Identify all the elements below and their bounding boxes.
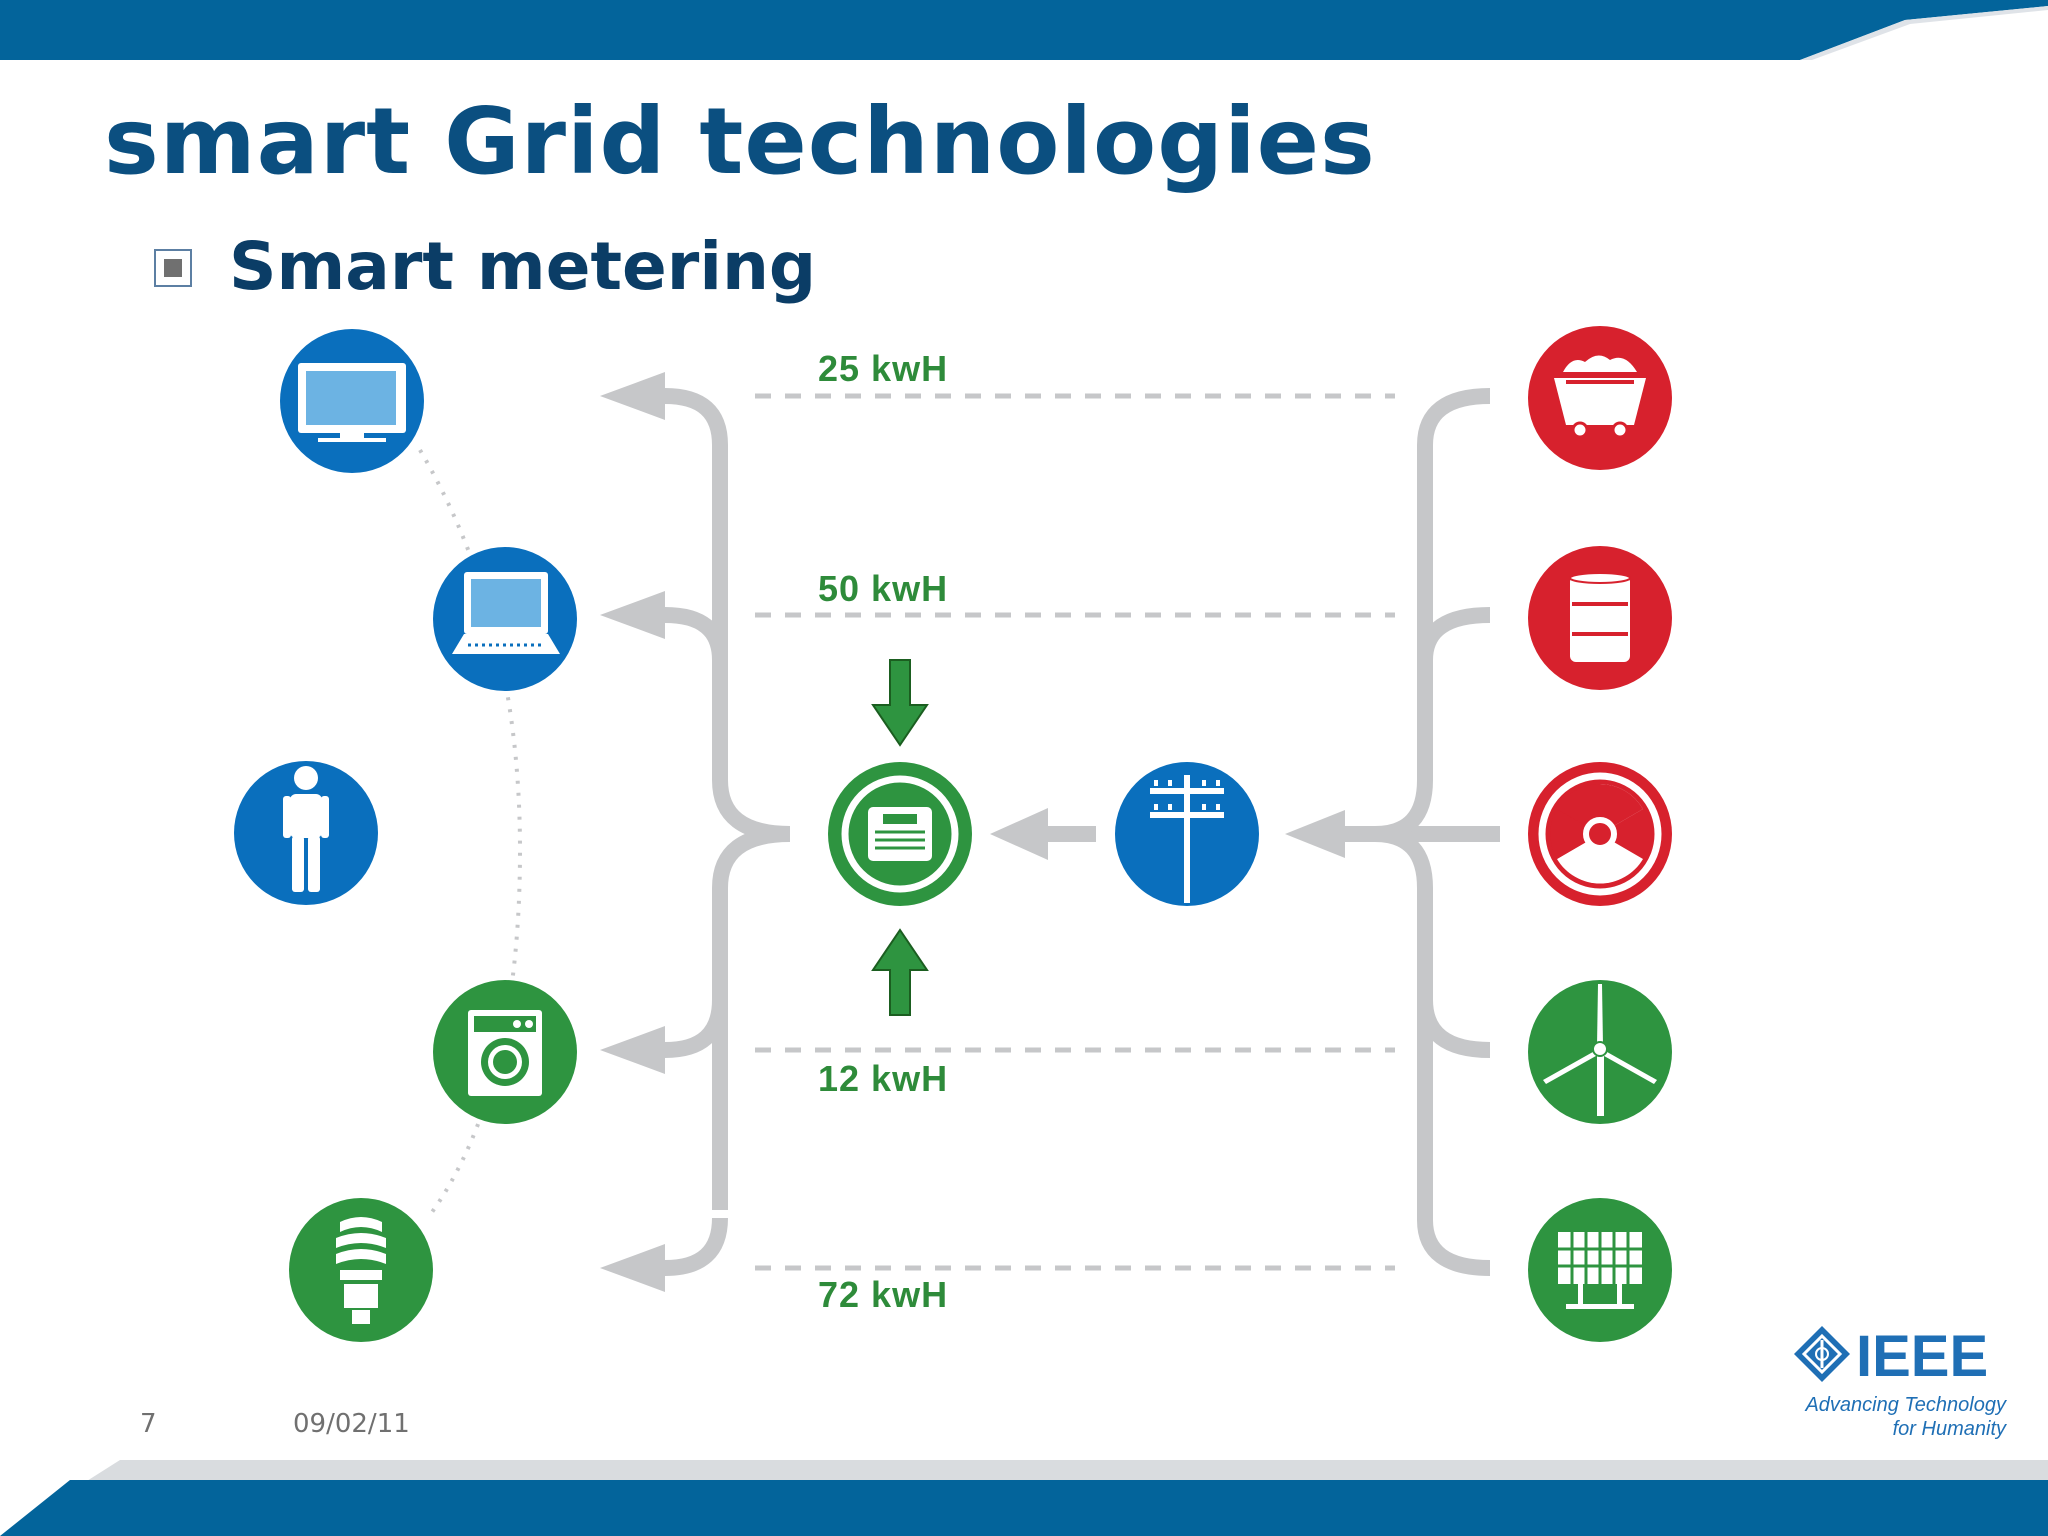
oil-barrel-icon <box>1528 546 1672 690</box>
bottom-banner <box>0 1460 2048 1536</box>
svg-text:IEEE: IEEE <box>1856 1324 1988 1389</box>
logo-tagline-line1: Advancing Technology <box>1805 1394 2006 1416</box>
flow-label-12: 12 kwH <box>818 1058 949 1099</box>
smart-meter-icon <box>828 762 972 906</box>
ieee-diamond-icon: IEEE <box>1794 1324 1988 1389</box>
pole-to-meter-arrowhead <box>990 808 1048 860</box>
slide-title: smart Grid technologies <box>104 88 1376 195</box>
person-icon <box>234 761 378 905</box>
wind-turbine-icon <box>1528 980 1672 1124</box>
bullet-icon <box>154 249 192 287</box>
nuclear-icon <box>1528 762 1672 906</box>
source-brace <box>1345 388 1500 1276</box>
coal-cart-icon <box>1528 326 1672 470</box>
logo-tagline-line2: for Humanity <box>1892 1418 2006 1440</box>
meter-green-arrows <box>871 659 929 1016</box>
solar-panel-icon <box>1528 1198 1672 1342</box>
washing-machine-icon <box>433 980 577 1124</box>
light-bulb-icon <box>289 1198 433 1342</box>
distribution-arrowheads <box>600 372 665 1292</box>
tv-icon <box>280 329 424 473</box>
source-arrowhead <box>1285 810 1345 858</box>
flow-label-50: 50 kwH <box>818 568 949 609</box>
distribution-brace <box>664 388 791 1276</box>
top-banner <box>0 0 2048 60</box>
flow-label-72: 72 kwH <box>818 1274 949 1315</box>
utility-pole-icon <box>1115 762 1259 906</box>
bullet-text: Smart metering <box>229 228 817 305</box>
ieee-logo: IEEE Advancing Technology for Humanity <box>1788 1320 2006 1448</box>
laptop-icon <box>433 547 577 691</box>
flow-label-25: 25 kwH <box>818 348 949 389</box>
slide-number: 7 <box>140 1409 157 1439</box>
slide-date: 09/02/11 <box>293 1409 410 1439</box>
